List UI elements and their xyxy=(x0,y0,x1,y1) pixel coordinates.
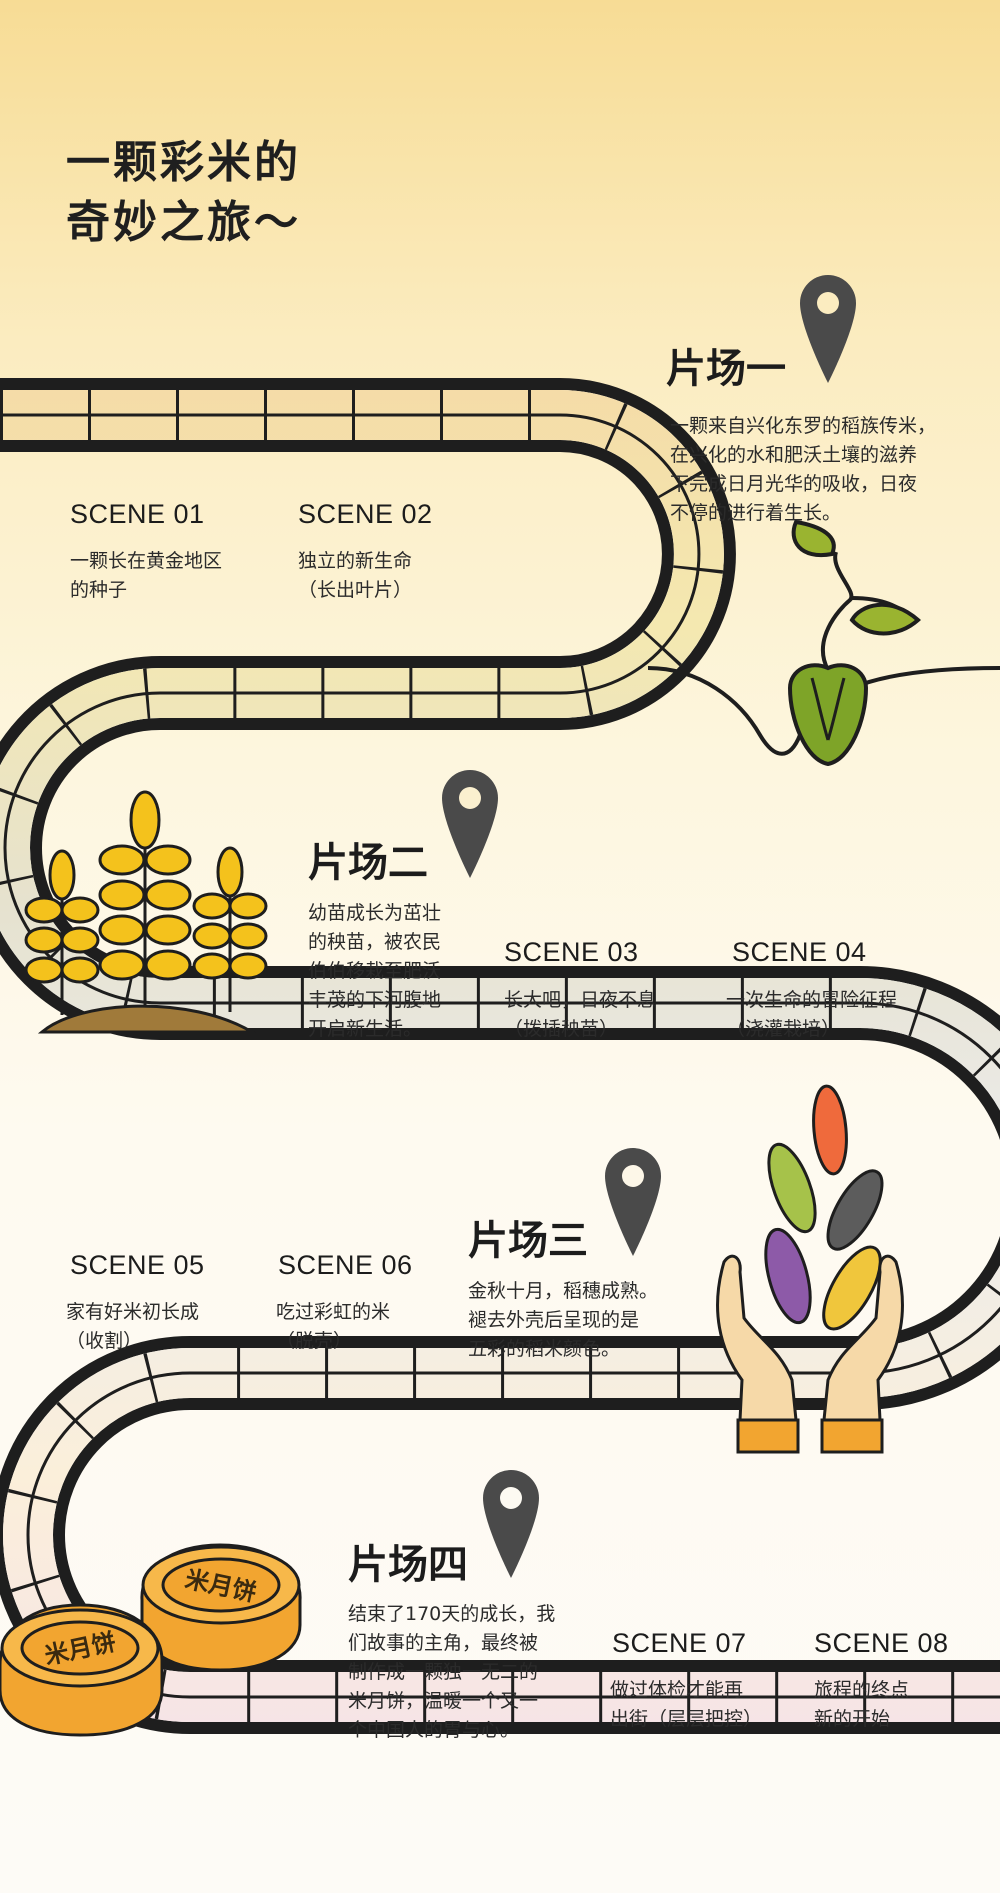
scene-03-desc: 长大吧，日夜不息（拨插秧苗） xyxy=(504,989,657,1040)
scene-02-code: SCENE 02 xyxy=(298,499,433,529)
wheat-icon xyxy=(24,790,268,1034)
map-pin-icon xyxy=(800,275,856,383)
scene-07-code: SCENE 07 xyxy=(612,1628,747,1658)
chapter-2-heading: 片场二 xyxy=(308,840,428,886)
scene-05-code: SCENE 05 xyxy=(70,1250,205,1280)
rice-grains-icon xyxy=(764,1084,884,1331)
chapter-3-heading: 片场三 xyxy=(468,1218,588,1264)
hands-icon xyxy=(716,1254,904,1454)
chapter-4-heading: 片场四 xyxy=(348,1542,468,1588)
page-title-line1: 一颗彩米的 xyxy=(66,137,301,188)
chapter-1-text: 一颗来自兴化东罗的稻族传米，在兴化的水和肥沃土壤的滋养下完成日月光华的吸收，日夜… xyxy=(670,415,937,524)
scene-05-desc: 家有好米初长成（收割） xyxy=(66,1301,200,1352)
chapter-1-heading: 片场一 xyxy=(666,346,786,392)
map-pin-icon xyxy=(442,770,498,878)
scene-06-desc: 吃过彩虹的米（脱壳） xyxy=(276,1301,391,1352)
page-title-line2: 奇妙之旅～ xyxy=(66,197,301,248)
map-pin-icon xyxy=(605,1148,661,1256)
scene-03-code: SCENE 03 xyxy=(504,937,639,967)
map-pin-icon xyxy=(483,1470,539,1578)
chapter-3-text: 金秋十月，稻穗成熟。褪去外壳后呈现的是五彩的稻米颜色。 xyxy=(468,1280,659,1360)
chapter-2-text: 幼苗成长为茁壮的秧苗，被农民伯伯移栽至肥沃丰茂的下河腹地开启新生活。 xyxy=(308,902,442,1040)
scene-07-desc: 做过体检才能再出街（层层把控） xyxy=(610,1679,763,1730)
sprout-icon xyxy=(647,519,1000,767)
scene-04-desc: 一次生命的冒险征程（浇灌栽培） xyxy=(726,989,898,1040)
chapter-4-text: 结束了170天的成长，我们故事的主角，最终被制作成一颗独一无二的米月饼，温暖一个… xyxy=(348,1603,556,1741)
scene-01-code: SCENE 01 xyxy=(70,499,205,529)
scene-01-desc: 一颗长在黄金地区的种子 xyxy=(70,550,223,601)
scene-04-code: SCENE 04 xyxy=(732,937,867,967)
scene-06-code: SCENE 06 xyxy=(278,1250,413,1280)
scene-08-code: SCENE 08 xyxy=(814,1628,949,1658)
mooncake-icon xyxy=(0,1543,302,1737)
scene-02-desc: 独立的新生命（长出叶片） xyxy=(298,550,413,601)
scene-08-desc: 旅程的终点新的开始 xyxy=(814,1679,910,1730)
